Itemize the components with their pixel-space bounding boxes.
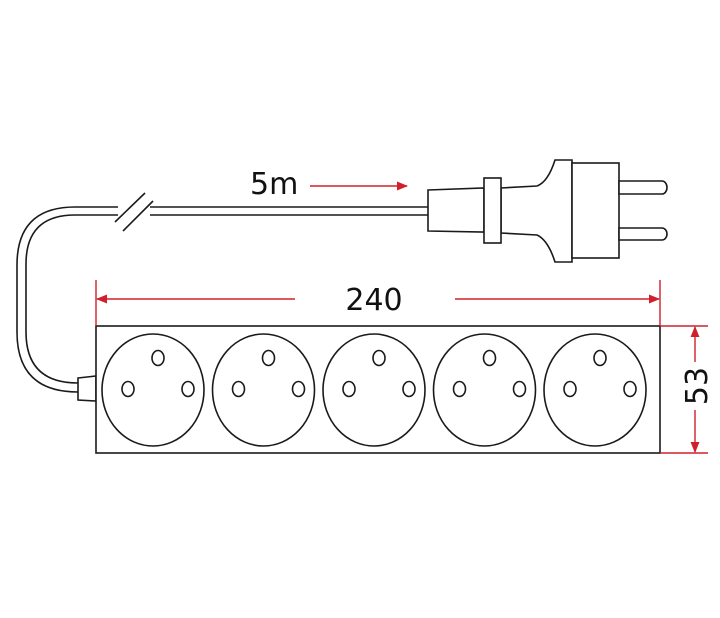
socket-face	[211, 333, 316, 447]
pin-hole	[181, 380, 195, 398]
pin-hole	[563, 380, 577, 398]
cord-strain-relief	[77, 375, 97, 402]
pin-hole	[291, 380, 306, 398]
height-label: 53	[680, 367, 715, 405]
cord-break-mark	[114, 192, 154, 232]
socket	[432, 333, 537, 447]
pin-hole	[231, 380, 246, 398]
pin-hole	[402, 380, 416, 398]
plug-collar	[483, 177, 502, 244]
power-cord	[16, 192, 428, 402]
socket	[322, 333, 426, 447]
earth-pin-hole	[372, 349, 386, 367]
cord-length-dimension: 5m	[250, 167, 409, 202]
width-label: 240	[345, 283, 402, 318]
socket	[101, 333, 205, 447]
pin-hole	[452, 380, 467, 398]
pin-hole	[623, 380, 637, 398]
height-dimension: 53	[660, 325, 715, 454]
socket-face	[432, 333, 537, 447]
pin-hole	[342, 380, 356, 398]
sockets	[101, 333, 647, 447]
earth-pin-hole	[593, 349, 607, 367]
pin-hole	[121, 380, 135, 398]
earth-pin-hole	[151, 349, 165, 367]
socket-face	[101, 333, 205, 447]
plug	[427, 159, 668, 263]
width-dimension: 240	[95, 280, 661, 326]
earth-pin-hole	[261, 349, 276, 367]
socket-face	[543, 333, 647, 447]
socket	[211, 333, 316, 447]
socket	[543, 333, 647, 447]
socket-face	[322, 333, 426, 447]
pin-hole	[512, 380, 527, 398]
cord-length-label: 5m	[250, 167, 298, 202]
plug-pin	[618, 180, 668, 195]
plug-pin	[618, 227, 668, 241]
earth-pin-hole	[482, 349, 497, 367]
